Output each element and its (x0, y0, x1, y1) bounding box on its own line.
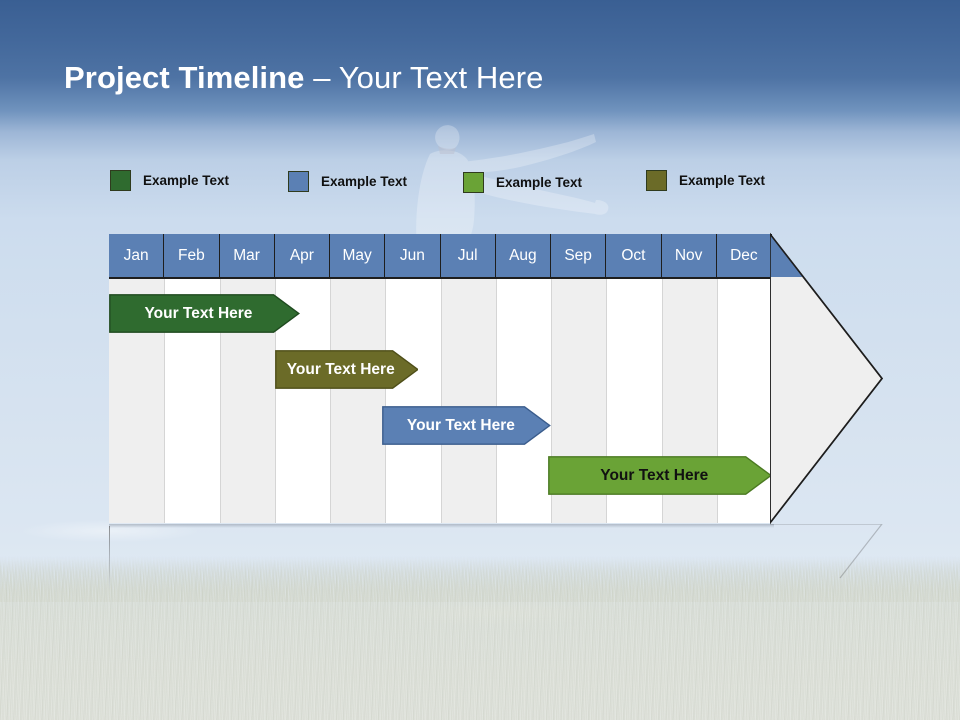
column-separator-1 (164, 278, 166, 523)
task-bar-olive-label: Your Text Here (286, 360, 395, 378)
month-header-jun[interactable]: Jun (385, 234, 441, 278)
task-bar-green[interactable]: Your Text Here (109, 294, 300, 333)
month-header-sep[interactable]: Sep (551, 234, 607, 278)
legend-item-4: Example Text (646, 170, 765, 191)
column-separator-3 (274, 278, 276, 523)
timeline-column-aug (495, 234, 551, 523)
grid-reflection-side (109, 526, 111, 592)
legend-swatch-icon-4 (646, 170, 667, 191)
legend-swatch-icon-1 (110, 170, 131, 191)
task-bar-lightgreen[interactable]: Your Text Here (548, 456, 772, 495)
task-bar-blue-shape (382, 406, 551, 445)
month-header-dec[interactable]: Dec (716, 234, 772, 278)
column-separator-11 (716, 278, 718, 523)
legend-item-3: Example Text (463, 172, 582, 193)
legend-item-1: Example Text (110, 170, 229, 191)
column-separator-8 (551, 278, 552, 523)
legend-swatch-icon-3 (463, 172, 484, 193)
title-strong: Project Timeline (64, 60, 305, 95)
month-header-aug[interactable]: Aug (495, 234, 551, 278)
task-bar-green-label: Your Text Here (144, 304, 253, 322)
legend-swatch-icon-2 (288, 171, 309, 192)
legend-item-2: Example Text (288, 171, 407, 192)
timeline-column-mar (219, 234, 275, 523)
page-title: Project Timeline – Your Text Here (64, 60, 543, 96)
month-header-jan[interactable]: Jan (109, 234, 165, 278)
month-header-apr[interactable]: Apr (274, 234, 330, 278)
column-separator-9 (606, 278, 608, 523)
month-header-mar[interactable]: Mar (219, 234, 275, 278)
task-bar-blue[interactable]: Your Text Here (382, 406, 551, 445)
column-separator-10 (661, 278, 663, 523)
month-header-oct[interactable]: Oct (606, 234, 662, 278)
timeline-column-jan (109, 234, 165, 523)
grid-reflection-edge (109, 524, 774, 528)
task-bar-olive-shape (274, 350, 419, 389)
task-bar-lightgreen-label: Your Text Here (600, 466, 709, 484)
legend-label-2: Example Text (321, 174, 408, 189)
column-separator-6 (440, 278, 442, 523)
task-bar-lightgreen-shape (548, 456, 772, 495)
task-bar-green-shape (109, 294, 300, 333)
legend-label-1: Example Text (143, 173, 230, 188)
month-header-may[interactable]: May (330, 234, 386, 278)
month-header-feb[interactable]: Feb (164, 234, 220, 278)
column-separator-5 (385, 278, 387, 523)
header-baseline (109, 277, 772, 279)
timeline-column-jul (440, 234, 496, 523)
column-separator-7 (495, 278, 497, 523)
timeline-column-feb (164, 234, 220, 523)
grass-background (0, 560, 960, 720)
legend-label-4: Example Text (679, 173, 766, 188)
task-bar-olive[interactable]: Your Text Here (274, 350, 419, 389)
month-header-nov[interactable]: Nov (661, 234, 717, 278)
title-light: – Your Text Here (313, 60, 544, 95)
task-bar-blue-label: Your Text Here (406, 416, 515, 434)
month-header-jul[interactable]: Jul (440, 234, 496, 278)
column-separator-4 (330, 278, 331, 523)
column-separator-2 (219, 278, 221, 523)
legend-label-3: Example Text (496, 175, 583, 190)
